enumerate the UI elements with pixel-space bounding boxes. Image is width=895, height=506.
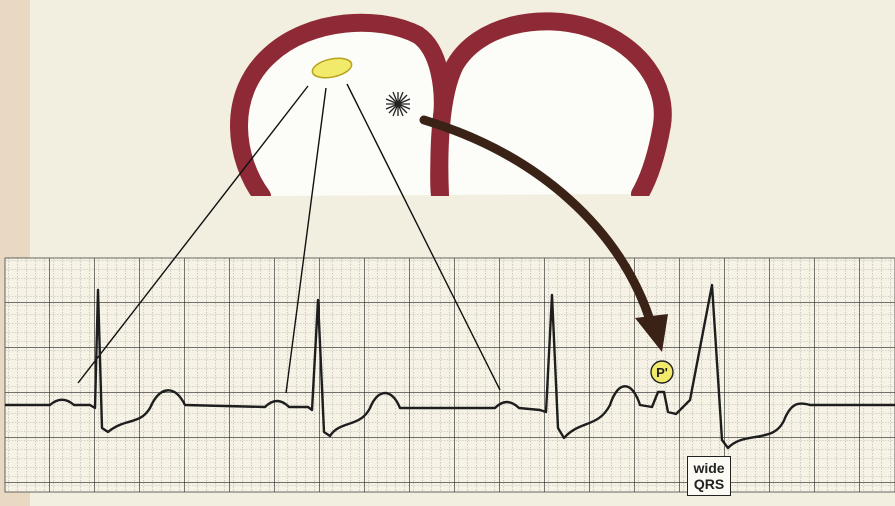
wide-qrs-label: wide QRS (687, 456, 731, 496)
wide-qrs-line1: wide (693, 460, 724, 476)
heart-right-chamber (439, 21, 662, 195)
ecg-grid (5, 258, 895, 492)
heart-left-chamber (239, 23, 443, 196)
heart-outline (239, 21, 663, 206)
ectopic-focus-icon (386, 92, 410, 116)
ectopic-p-label: P' (651, 361, 673, 383)
svg-text:P': P' (656, 365, 668, 380)
wide-qrs-line2: QRS (694, 476, 724, 492)
